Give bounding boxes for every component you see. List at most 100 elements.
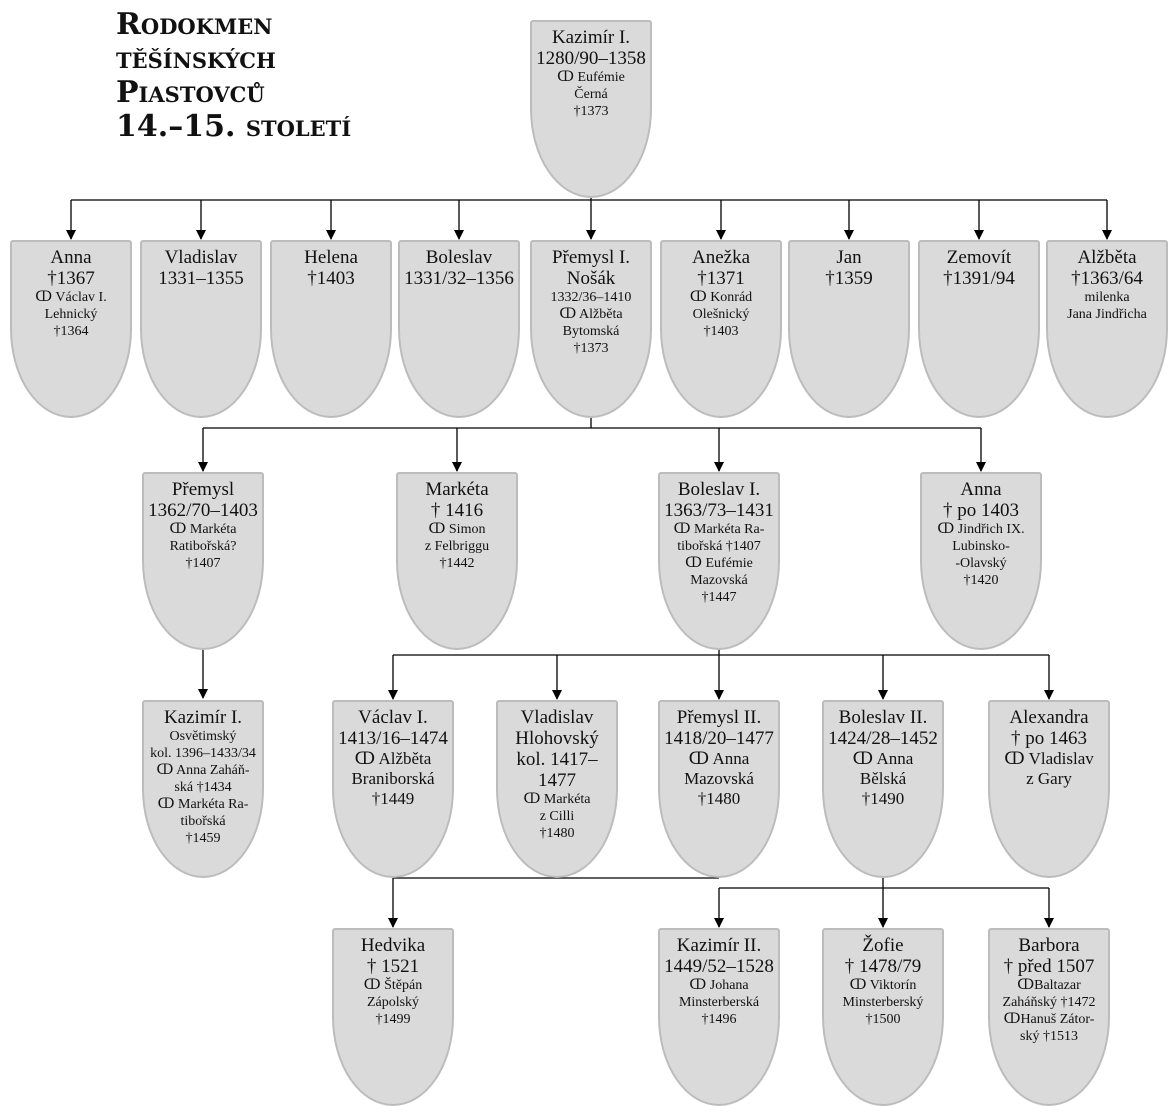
person-detail: † před 1507 (1003, 956, 1095, 977)
person-detail: 1363/73–1431 (664, 500, 774, 521)
person-detail: ↀBaltazar (1017, 978, 1081, 993)
person-detail: Bělská (859, 769, 907, 788)
person-detail: kol. 1417–1477 (516, 749, 598, 791)
person-detail: †1449 (371, 789, 415, 808)
person-detail: ↀ Alžběta (354, 749, 432, 768)
person-detail: †1442 (439, 556, 475, 571)
person-detail: ↀ Markéta Ra- (157, 797, 249, 812)
person-detail: Lubinsko- (952, 539, 1010, 554)
person-detail: Bytomská (562, 324, 620, 339)
person-detail: 1418/20–1477 (664, 728, 774, 749)
person-detail: † 1521 (366, 956, 420, 977)
person-detail: 1280/90–1358 (536, 48, 646, 69)
person-detail: †1480 (697, 789, 741, 808)
person-detail: Mazovská (684, 769, 754, 788)
person-detail: † po 1463 (1011, 728, 1087, 749)
person-name: Hedvika (360, 935, 426, 956)
title-line-2: těšínských (116, 41, 276, 76)
person-detail: 1332/36–1410 (550, 290, 632, 305)
person-name: Boleslav (425, 247, 493, 268)
person-detail: 1362/70–1403 (148, 500, 258, 521)
person-name: Helena (304, 247, 358, 268)
person-detail: 1424/28–1452 (828, 728, 938, 749)
person-detail: ↀ Markéta Ra- (673, 522, 765, 537)
person-detail: †1367 (47, 268, 95, 289)
person-name: Anežka (691, 247, 751, 268)
person-detail: 1449/52–1528 (664, 956, 774, 977)
person-detail: ↀHanuš Zátor- (1003, 1012, 1095, 1027)
person-detail: †1407 (185, 556, 221, 571)
person-detail: † 1416 (430, 500, 484, 521)
person-detail: †1447 (701, 590, 737, 605)
person-detail: 1331–1355 (158, 268, 244, 289)
person-detail: †1403 (703, 324, 739, 339)
person-detail: † po 1403 (943, 500, 1019, 521)
person-name: Alexandra (1009, 707, 1089, 728)
person-detail: Zaháňský †1472 (1002, 995, 1096, 1010)
person-name: Kazimír I. (163, 707, 243, 728)
person-detail: Hlohovský (515, 728, 599, 749)
person-detail: ↀ Vladislav (1004, 749, 1094, 768)
title-line-4: 14.–15. století (116, 109, 352, 144)
person-name: Barbora (1018, 935, 1080, 956)
person-detail: ↀ Anna (688, 749, 750, 768)
person-detail: †1500 (865, 1012, 901, 1027)
person-detail: -Olavský (955, 556, 1007, 571)
person-detail: ↀ Markéta (169, 522, 237, 537)
person-detail: ↀ Jindřich IX. (937, 522, 1025, 537)
person-name: Přemysl (171, 479, 235, 500)
person-detail: ↀ Václav I. (35, 290, 107, 305)
person-detail: ↀ Štěpán (363, 978, 423, 993)
person-jan: Jan†1359 (788, 240, 910, 418)
person-detail: z Cilli (539, 809, 575, 824)
person-detail: Minsterberská (678, 995, 760, 1010)
person-detail: †1364 (53, 324, 89, 339)
person-detail: 1413/16–1474 (338, 728, 448, 749)
person-detail: †1363/64 (1071, 268, 1143, 289)
person-detail: tibořská †1407 (677, 539, 761, 554)
person-detail: †1499 (375, 1012, 411, 1027)
person-detail: Černá (574, 87, 608, 102)
person-detail: Jana Jindřicha (1067, 307, 1147, 322)
person-helena: Helena†1403 (270, 240, 392, 418)
person-name: Alžběta (1077, 247, 1137, 268)
page-title: Rodokmen těšínských Piastovců 14.–15. st… (116, 8, 416, 144)
person-name: Jan (836, 247, 862, 268)
person-detail: Ratibořská? (169, 539, 237, 554)
person-name: Přemysl I. (551, 247, 631, 268)
person-detail: tibořská (180, 814, 226, 829)
person-name: Boleslav II. (838, 707, 928, 728)
person-name: Kazimír I. (551, 27, 631, 48)
person-detail: Braniborská (351, 769, 435, 788)
person-detail: kol. 1396–1433/34 (150, 746, 256, 761)
person-name: Vladislav (520, 707, 594, 728)
person-detail: 1331/32–1356 (404, 268, 514, 289)
person-detail: Zápolský (366, 995, 420, 1010)
person-detail: ↀ Johana (689, 978, 749, 993)
person-detail: †1403 (307, 268, 355, 289)
person-detail: ↀ Markéta (523, 792, 591, 807)
person-detail: ská †1434 (174, 780, 232, 795)
person-detail: Osvětimský (169, 729, 237, 744)
person-name: Boleslav I. (677, 479, 761, 500)
person-detail: z Gary (1026, 769, 1072, 788)
person-zemovit: Zemovít†1391/94 (918, 240, 1040, 418)
person-detail: ský †1513 (1020, 1029, 1078, 1044)
person-detail: †1373 (573, 341, 609, 356)
